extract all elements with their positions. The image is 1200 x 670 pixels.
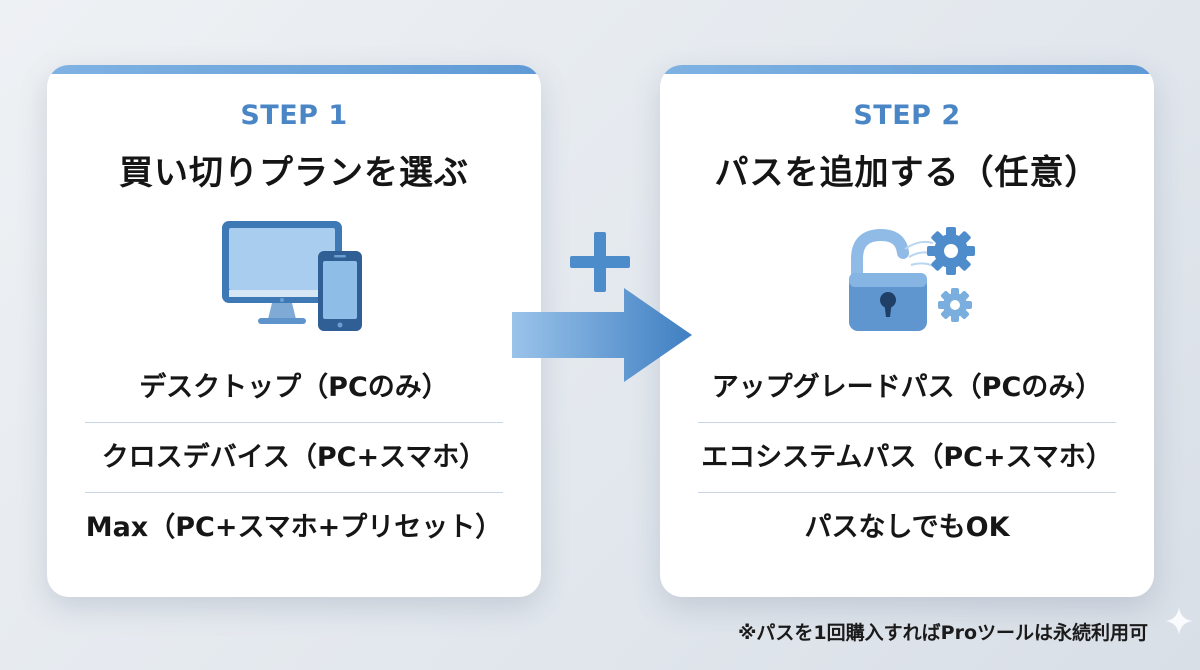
option-upgrade-pass: アップグレードパス（PCのみ） [711, 372, 1103, 403]
arrow-right-icon [512, 288, 692, 382]
sparkle-icon [1165, 607, 1193, 635]
step-1-options: デスクトップ（PCのみ） クロスデバイス（PC+スマホ） Max（PC+スマホ+… [85, 353, 503, 562]
option-ecosystem-pass: エコシステムパス（PC+スマホ） [701, 442, 1113, 473]
divider [698, 422, 1116, 423]
step-2-options: アップグレードパス（PCのみ） エコシステムパス（PC+スマホ） パスなしでもO… [698, 353, 1116, 562]
step-1-label: STEP 1 [240, 100, 348, 131]
step-1-title: 買い切りプランを選ぶ [119, 153, 469, 193]
step-2-label: STEP 2 [853, 100, 961, 131]
unlocked-padlock-with-gears-icon [660, 215, 1154, 340]
step-2-title: パスを追加する（任意） [714, 153, 1100, 193]
step-2-card: STEP 2 パスを追加する（任意） [660, 65, 1154, 597]
monitor-and-smartphone-icon [47, 215, 541, 340]
option-cross-device: クロスデバイス（PC+スマホ） [101, 442, 487, 473]
plus-icon [570, 232, 630, 292]
option-no-pass: パスなしでもOK [804, 512, 1010, 543]
step-1-card: STEP 1 買い切りプランを選ぶ デスクトップ（PCのみ） クロスデバイス（P… [47, 65, 541, 597]
divider [698, 492, 1116, 493]
option-max: Max（PC+スマホ+プリセット） [85, 512, 503, 543]
footnote: ※パスを1回購入すればProツールは永続利用可 [737, 622, 1148, 644]
divider [85, 422, 503, 423]
divider [85, 492, 503, 493]
option-desktop: デスクトップ（PCのみ） [139, 372, 449, 403]
